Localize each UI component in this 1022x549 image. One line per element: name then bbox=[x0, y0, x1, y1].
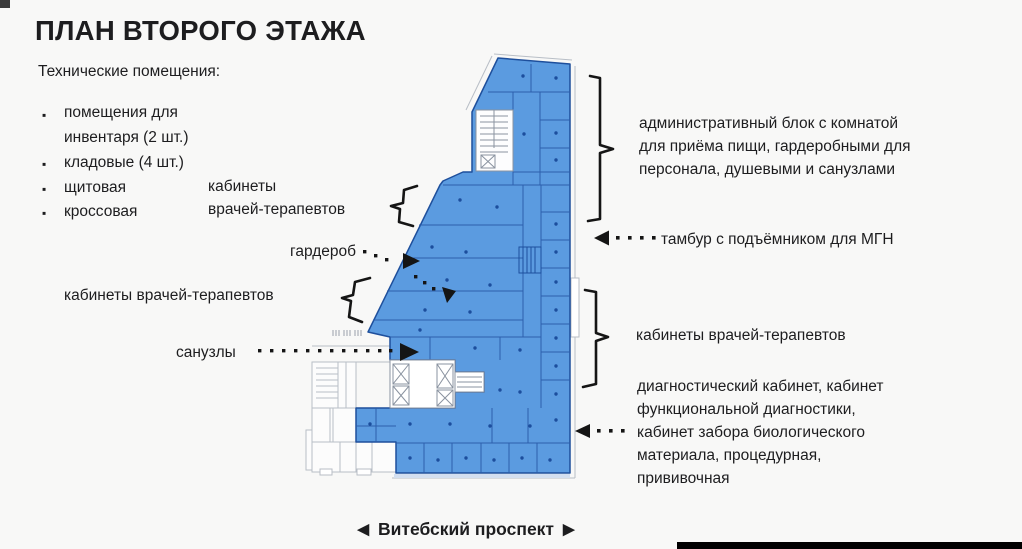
elevator-core bbox=[389, 359, 485, 409]
brace-therapists-right bbox=[581, 288, 610, 389]
fixture-symbols bbox=[368, 74, 558, 462]
note-line: диагностический кабинет, кабинет bbox=[637, 378, 884, 395]
note-line: для приёма пищи, гардеробными для bbox=[639, 138, 911, 156]
sidewalk-strip bbox=[394, 474, 570, 478]
slide-corner-mark bbox=[0, 0, 10, 8]
street-arrow-left-icon: ◀ bbox=[357, 521, 369, 538]
tech-item-switchboard: щитовая bbox=[64, 179, 127, 196]
tech-item-line: инвентаря (2 шт.) bbox=[64, 128, 189, 146]
tech-item-storerooms: кладовые (4 шт.) bbox=[64, 154, 184, 171]
brace-therapists-mid-left bbox=[340, 276, 372, 324]
bullet-icon: ▪ bbox=[42, 157, 47, 171]
label-therapist-cabinets-top: кабинеты врачей-терапевтов bbox=[208, 176, 345, 221]
brace-therapists-top-left bbox=[389, 184, 419, 228]
page-title: ПЛАН ВТОРОГО ЭТАЖА bbox=[35, 15, 366, 46]
tech-rooms-header: Технические помещения: bbox=[38, 63, 221, 80]
street-label: ◀ Витебский проспект ▶ bbox=[330, 519, 602, 540]
bullet-icon: ▪ bbox=[42, 206, 47, 220]
note-diagnostics: диагностический кабинет, кабинет функцио… bbox=[637, 375, 884, 490]
radiator-hatch-marks bbox=[332, 330, 362, 336]
label-line: врачей-терапевтов bbox=[208, 200, 346, 218]
tech-item-line: помещения для bbox=[64, 104, 178, 121]
brace-admin-block bbox=[586, 74, 615, 223]
note-line: персонала, душевыми и санузлами bbox=[639, 161, 896, 179]
label-restrooms: санузлы bbox=[176, 344, 236, 361]
street-arrow-right-icon: ▶ bbox=[563, 521, 575, 538]
building-outline-gray bbox=[305, 53, 580, 479]
note-therapist-cabinets: кабинеты врачей-терапевтов bbox=[636, 327, 846, 344]
tech-item-crossroom: кроссовая bbox=[64, 203, 138, 220]
note-tambour: тамбур с подъёмником для МГН bbox=[661, 231, 894, 248]
highlighted-floor-area bbox=[355, 57, 571, 478]
note-line: административный блок с комнатой bbox=[639, 115, 899, 132]
interior-stair bbox=[518, 246, 542, 274]
note-line: кабинет забора биологического bbox=[637, 424, 866, 441]
annotation-arrows bbox=[258, 230, 656, 438]
stairwell bbox=[475, 109, 514, 172]
note-line: материала, процедурная, bbox=[637, 447, 822, 464]
note-line: функциональной диагностики, bbox=[637, 401, 856, 418]
label-wardrobe: гардероб bbox=[290, 243, 356, 260]
wardrobe-arrow-icon bbox=[363, 250, 456, 303]
label-line: кабинеты bbox=[208, 178, 277, 195]
bullet-icon: ▪ bbox=[42, 182, 47, 196]
note-admin-block: административный блок с комнатой для при… bbox=[639, 112, 911, 182]
street-name: Витебский проспект bbox=[378, 519, 554, 539]
bullet-icon: ▪ bbox=[42, 108, 47, 122]
annotation-braces bbox=[340, 74, 615, 389]
label-therapist-cabinets-mid: кабинеты врачей-терапевтов bbox=[64, 287, 274, 304]
note-line: прививочная bbox=[637, 470, 730, 487]
diagnostics-arrow-icon bbox=[575, 424, 625, 438]
restrooms-arrow-icon bbox=[258, 343, 419, 361]
tech-item-inventory: помещения для инвентаря (2 шт.) bbox=[64, 101, 189, 150]
footer-bar bbox=[677, 542, 1022, 549]
tambour-arrow-icon bbox=[594, 230, 656, 246]
